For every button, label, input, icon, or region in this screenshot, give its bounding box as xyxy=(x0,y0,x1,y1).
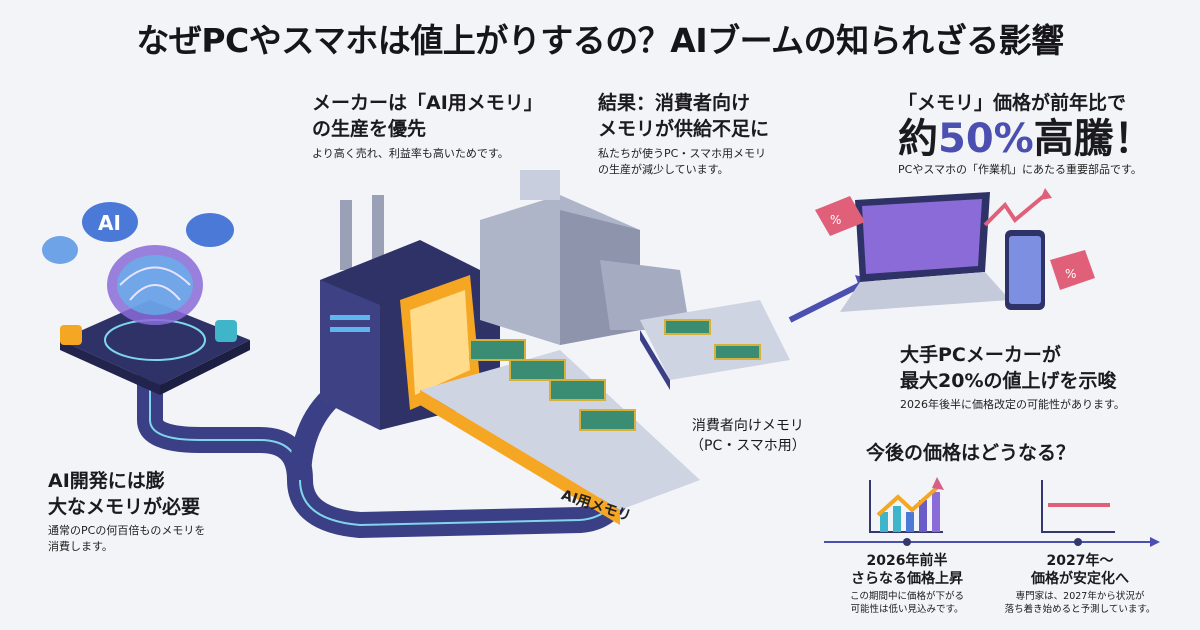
page-title: なぜPCやスマホは値上がりするの？AIブームの知られざる影響 xyxy=(136,21,1064,60)
result-block: 結果：消費者向けメモリが供給不足に 私たちが使うPC・スマホ用メモリの生産が減少… xyxy=(598,90,769,178)
rising-trend-chart xyxy=(869,477,944,533)
pc-makers-block: 大手PCメーカーが最大20%の値上げを示唆 2026年後半に価格改定の可能性があ… xyxy=(900,342,1125,413)
price-tag-icon: % xyxy=(1065,267,1076,281)
price-increase: 約50%高騰！ xyxy=(898,116,1154,162)
ai-brain-icon: AI xyxy=(42,202,250,395)
consumer-memory-label: 消費者向けメモリ（PC・スマホ用） xyxy=(690,418,806,454)
ai-demand-heading: AI開発には膨大なメモリが必要 xyxy=(48,470,201,518)
pc-makers-desc: 2026年後半に価格改定の可能性があります。 xyxy=(900,398,1125,411)
arrow-to-devices xyxy=(788,282,862,323)
maker-desc: より高く売れ、利益率も高いためです。 xyxy=(312,147,509,160)
maker-block: メーカーは「AI用メモリ」の生産を優先 より高く売れ、利益率も高いためです。 xyxy=(312,90,543,162)
ai-demand-block: AI開発には膨大なメモリが必要 通常のPCの何百倍ものメモリを消費します。 xyxy=(48,468,205,555)
outlook-heading: 今後の価格はどうなる？ xyxy=(866,442,1076,464)
result-desc: 私たちが使うPC・スマホ用メモリの生産が減少しています。 xyxy=(598,147,766,176)
pc-makers-heading: 大手PCメーカーが最大20%の値上げを示唆 xyxy=(900,344,1117,392)
price-tag-icon: % xyxy=(830,213,841,227)
price-block: 「メモリ」価格が前年比で 約50%高騰！ PCやスマホの「作業机」にあたる重要部… xyxy=(898,90,1154,178)
timeline xyxy=(824,537,1160,547)
maker-heading: メーカーは「AI用メモリ」の生産を優先 xyxy=(312,92,543,140)
laptop-phone-illustration: % % xyxy=(815,188,1095,312)
ai-demand-desc: 通常のPCの何百倍ものメモリを消費します。 xyxy=(48,524,206,553)
price-desc: PCやスマホの「作業机」にあたる重要部品です。 xyxy=(898,163,1142,176)
flat-trend-chart xyxy=(1041,480,1115,533)
outlook-point-2027: 2027年〜 価格が安定化へ 専門家は、2027年から状況が 落ち着き始めると予… xyxy=(1004,553,1156,615)
outlook-point-2026: 2026年前半 さらなる価格上昇 この期間中に価格が下がる 可能性は低い見込みで… xyxy=(849,553,964,615)
result-heading: 結果：消費者向けメモリが供給不足に xyxy=(598,92,770,140)
factory-illustration xyxy=(320,170,875,525)
price-heading: 「メモリ」価格が前年比で xyxy=(898,92,1127,114)
ai-cloud-label: AI xyxy=(98,211,121,235)
